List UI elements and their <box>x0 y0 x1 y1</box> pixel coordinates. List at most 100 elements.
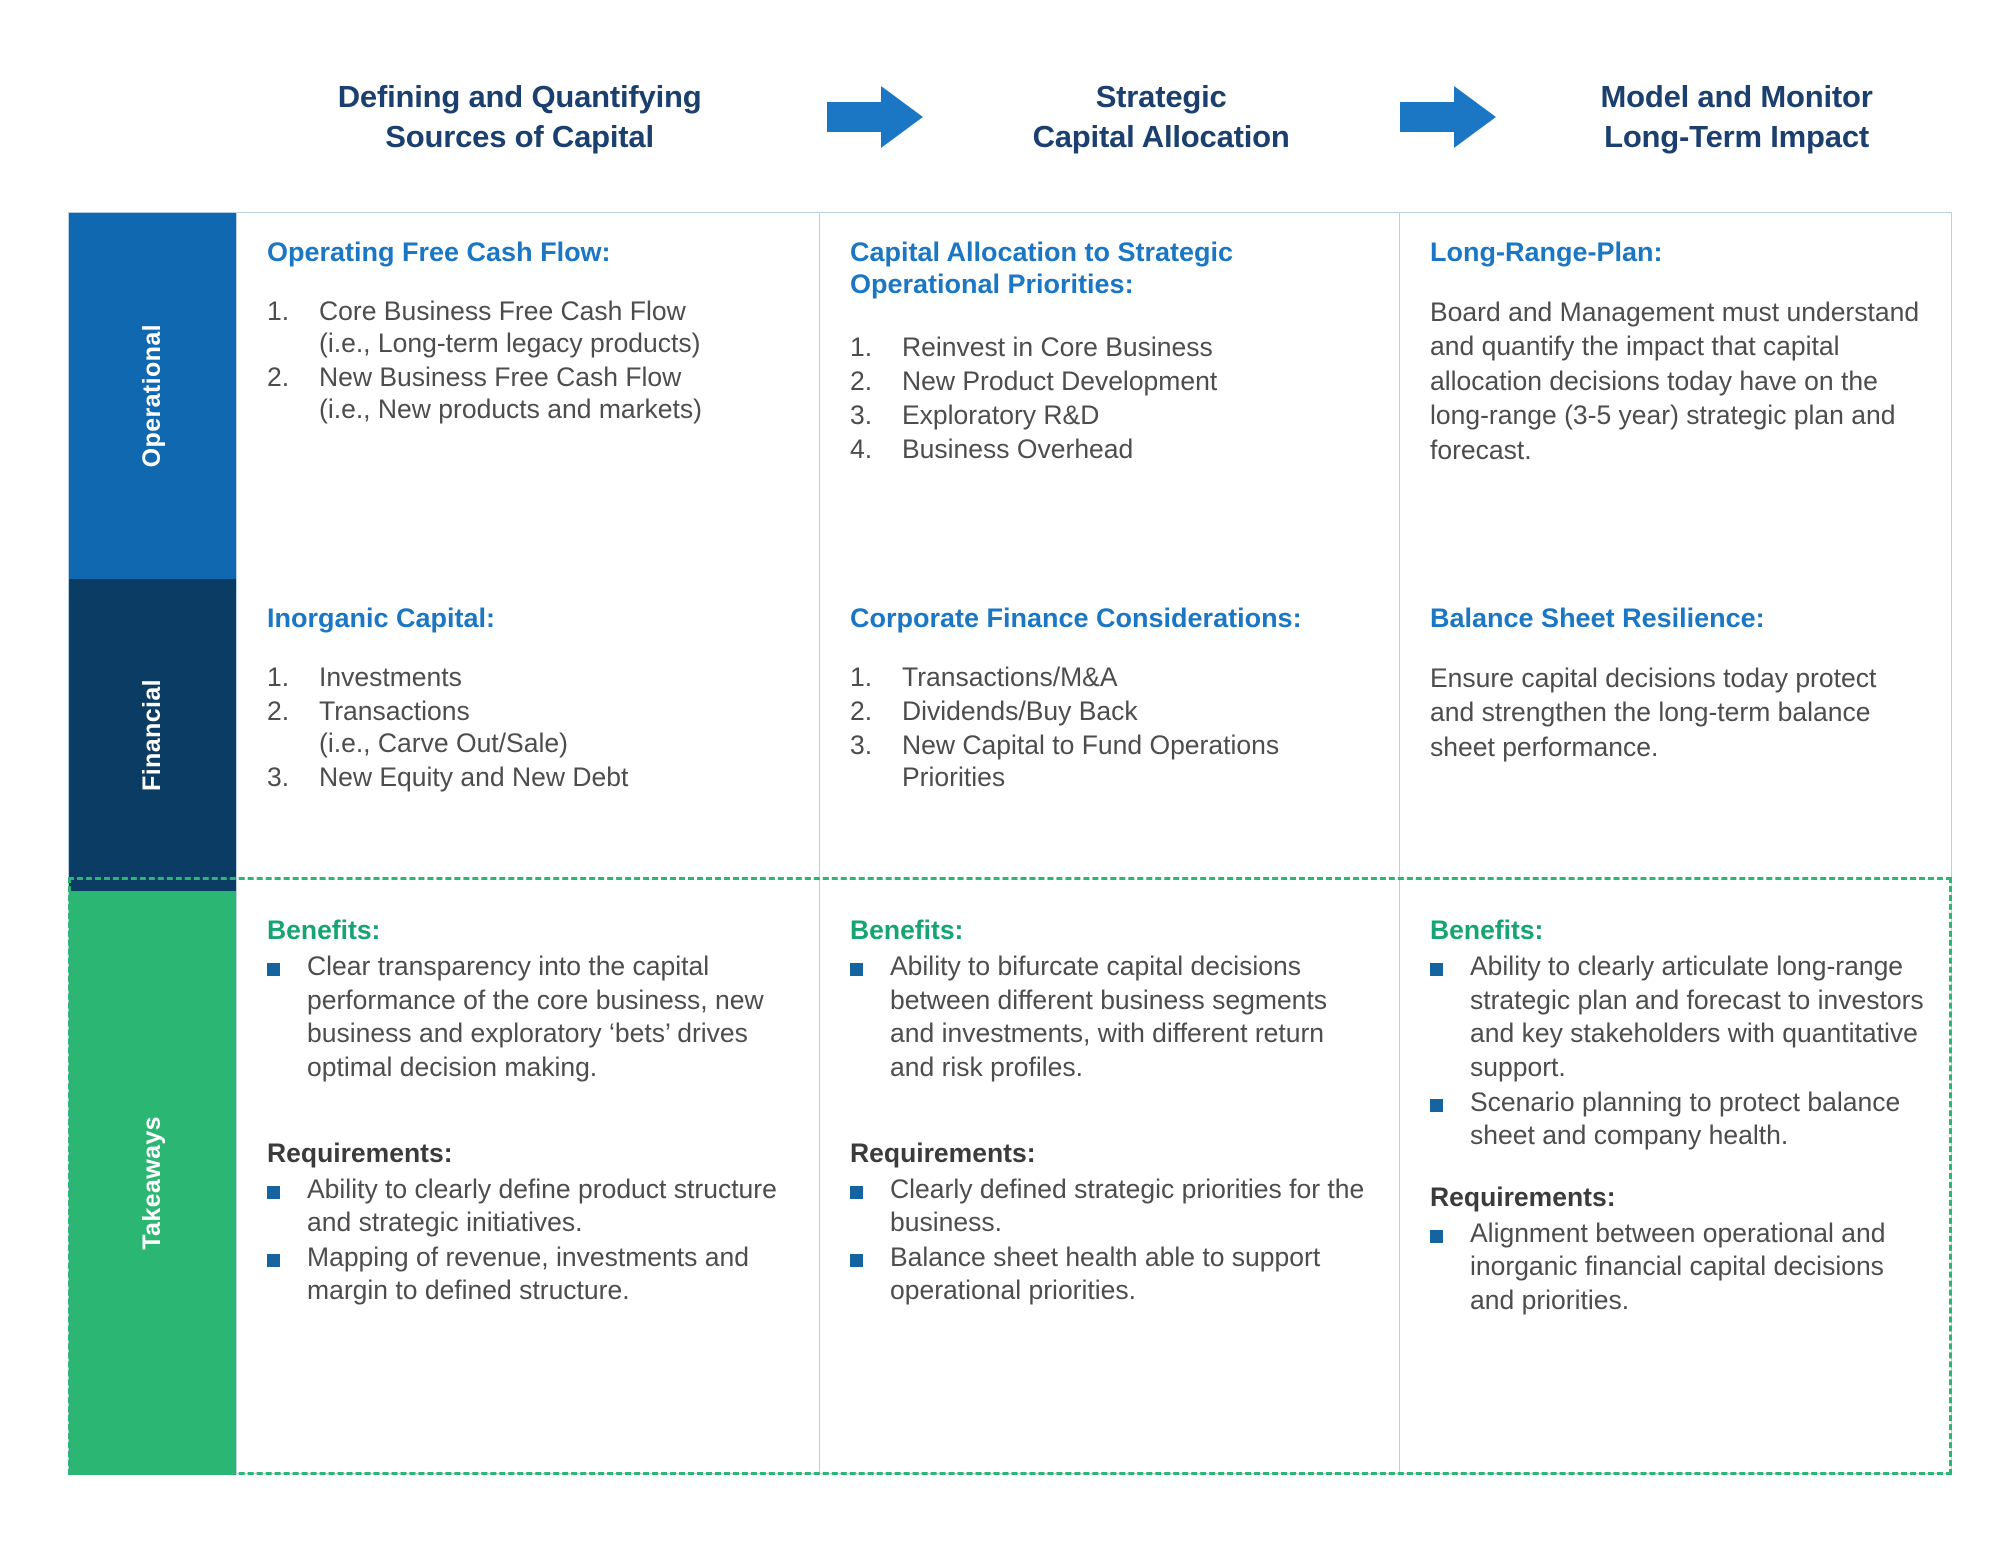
list-text: Mapping of revenue, investments and marg… <box>307 1241 749 1306</box>
row-label-takeaways-text: Takeaways <box>138 1116 166 1250</box>
arrow-1-wrapper <box>801 86 948 148</box>
list-item: 2. New Business Free Cash Flow (i.e., Ne… <box>267 361 793 425</box>
arrow-shaft <box>827 102 888 132</box>
row-label-financial-text: Financial <box>138 679 166 791</box>
phase-title-2: Strategic Capital Allocation <box>948 77 1374 156</box>
list-text-sub: (i.e., Carve Out/Sale) <box>319 727 568 758</box>
list-item: 1. Core Business Free Cash Flow (i.e., L… <box>267 295 793 359</box>
spacer <box>1430 1154 1926 1182</box>
list-text-sub: (i.e., New products and markets) <box>319 394 702 425</box>
phase-title-2-line2: Capital Allocation <box>1032 119 1290 154</box>
list-text: New Equity and New Debt <box>319 762 629 793</box>
requirements-heading: Requirements: <box>1430 1181 1616 1212</box>
list-item: 1. Reinvest in Core Business <box>850 331 1373 363</box>
list-text: New Capital to Fund Operations Prioritie… <box>902 729 1280 793</box>
list-corporate-finance: 1. Transactions/M&A 2. Dividends/Buy Bac… <box>850 661 1373 793</box>
list-item: 2. Transactions (i.e., Carve Out/Sale) <box>267 695 793 759</box>
list-item: Mapping of revenue, investments and marg… <box>267 1241 793 1308</box>
list-operating-free-cash-flow: 1. Core Business Free Cash Flow (i.e., L… <box>267 295 793 425</box>
cell-title-corporate-finance-considerations: Corporate Finance Considerations: <box>850 603 1302 633</box>
arrow-head <box>1454 86 1497 148</box>
row-label-operational: Operational <box>69 213 236 579</box>
list-operational-priorities: 1. Reinvest in Core Business 2. New Prod… <box>850 331 1373 465</box>
cell-title-balance-sheet-resilience: Balance Sheet Resilience: <box>1430 603 1765 633</box>
row-label-financial: Financial <box>69 579 236 891</box>
list-text-main: Transactions <box>319 695 470 726</box>
list-item: 2. Dividends/Buy Back <box>850 695 1373 727</box>
list-item: Ability to bifurcate capital decisions b… <box>850 950 1373 1085</box>
list-text: Business Overhead <box>902 433 1134 464</box>
list-index: 3. <box>267 762 290 793</box>
benefits-list: Ability to clearly articulate long-range… <box>1430 950 1926 1153</box>
list-index: 3. <box>850 399 873 430</box>
list-index: 1. <box>850 331 873 362</box>
phase-title-1: Defining and Quantifying Sources of Capi… <box>238 77 801 156</box>
list-index: 2. <box>850 695 873 726</box>
row-label-operational-text: Operational <box>138 324 166 468</box>
cell-takeaways-impact: Benefits: Ability to clearly articulate … <box>1399 891 1952 1475</box>
phase-title-2-line1: Strategic <box>1095 79 1227 115</box>
benefits-heading: Benefits: <box>850 915 964 945</box>
list-index: 1. <box>267 661 290 692</box>
list-item: Ability to clearly articulate long-range… <box>1430 950 1926 1085</box>
list-text: Dividends/Buy Back <box>902 695 1138 726</box>
cell-operational-allocation: Capital Allocation to Strategic Operatio… <box>819 213 1399 579</box>
phase-header: Defining and Quantifying Sources of Capi… <box>68 62 1952 172</box>
benefits-heading: Benefits: <box>267 915 381 945</box>
cell-title-inorganic-capital: Inorganic Capital: <box>267 603 496 633</box>
cell-financial-sources: Inorganic Capital: 1. Investments 2. Tra… <box>236 579 819 891</box>
arrow-head <box>881 86 924 148</box>
list-index: 3. <box>850 729 873 760</box>
square-bullet-icon <box>267 1241 307 1308</box>
square-bullet-icon <box>267 950 307 1085</box>
list-item: 4. Business Overhead <box>850 433 1373 465</box>
list-text: Alignment between operational and inorga… <box>1470 1217 1886 1316</box>
right-arrow-icon <box>827 86 924 148</box>
list-text: New Business Free Cash Flow (i.e., New p… <box>319 361 793 425</box>
row-label-takeaways: Takeaways <box>69 891 236 1475</box>
list-text: Clearly defined strategic priorities for… <box>890 1173 1365 1238</box>
square-bullet-icon <box>267 1173 307 1240</box>
cell-title-long-range-plan: Long-Range-Plan: <box>1430 237 1663 267</box>
spacer <box>850 1086 1373 1138</box>
list-item: 3. New Capital to Fund Operations Priori… <box>850 729 1373 793</box>
list-item: 1. Transactions/M&A <box>850 661 1373 693</box>
phase-title-1-line2: Sources of Capital <box>385 119 654 154</box>
list-item: Clearly defined strategic priorities for… <box>850 1173 1373 1240</box>
cell-takeaways-sources: Benefits: Clear transparency into the ca… <box>236 891 819 1475</box>
list-item: 3. Exploratory R&D <box>850 399 1373 431</box>
list-item: Alignment between operational and inorga… <box>1430 1217 1926 1318</box>
list-index: 1. <box>850 661 873 692</box>
benefits-list: Clear transparency into the capital perf… <box>267 950 793 1085</box>
list-text: Balance sheet health able to support ope… <box>890 1241 1321 1306</box>
requirements-list: Ability to clearly define product struct… <box>267 1173 793 1309</box>
requirements-list: Clearly defined strategic priorities for… <box>850 1173 1373 1309</box>
list-text: Exploratory R&D <box>902 399 1100 430</box>
cell-title-capital-allocation-priorities: Capital Allocation to Strategic Operatio… <box>850 237 1234 299</box>
list-text: Transactions (i.e., Carve Out/Sale) <box>319 695 793 759</box>
list-item: 3. New Equity and New Debt <box>267 761 793 793</box>
requirements-list: Alignment between operational and inorga… <box>1430 1217 1926 1318</box>
list-text: New Product Development <box>902 365 1218 396</box>
cell-operational-sources: Operating Free Cash Flow: 1. Core Busine… <box>236 213 819 579</box>
benefits-list: Ability to bifurcate capital decisions b… <box>850 950 1373 1085</box>
list-item: Scenario planning to protect balance she… <box>1430 1086 1926 1153</box>
phase-title-3-line1: Model and Monitor <box>1600 79 1873 115</box>
list-text: Core Business Free Cash Flow (i.e., Long… <box>319 295 793 359</box>
list-index: 2. <box>267 361 290 392</box>
list-index: 4. <box>850 433 873 464</box>
requirements-heading: Requirements: <box>850 1137 1036 1168</box>
list-index: 1. <box>267 295 290 326</box>
paragraph-balance-sheet-resilience: Ensure capital decisions today protect a… <box>1430 662 1877 762</box>
list-text: Ability to clearly define product struct… <box>307 1173 777 1238</box>
list-text: Transactions/M&A <box>902 661 1118 692</box>
spacer <box>267 1086 793 1138</box>
cell-financial-impact: Balance Sheet Resilience: Ensure capital… <box>1399 579 1952 891</box>
list-text: Reinvest in Core Business <box>902 331 1213 362</box>
list-text-sub: (i.e., Long-term legacy products) <box>319 327 701 358</box>
square-bullet-icon <box>1430 950 1470 1085</box>
list-text-main: New Business Free Cash Flow <box>319 361 682 392</box>
phase-title-3: Model and Monitor Long-Term Impact <box>1521 77 1952 156</box>
paragraph-long-range-plan: Board and Management must understand and… <box>1430 296 1920 465</box>
